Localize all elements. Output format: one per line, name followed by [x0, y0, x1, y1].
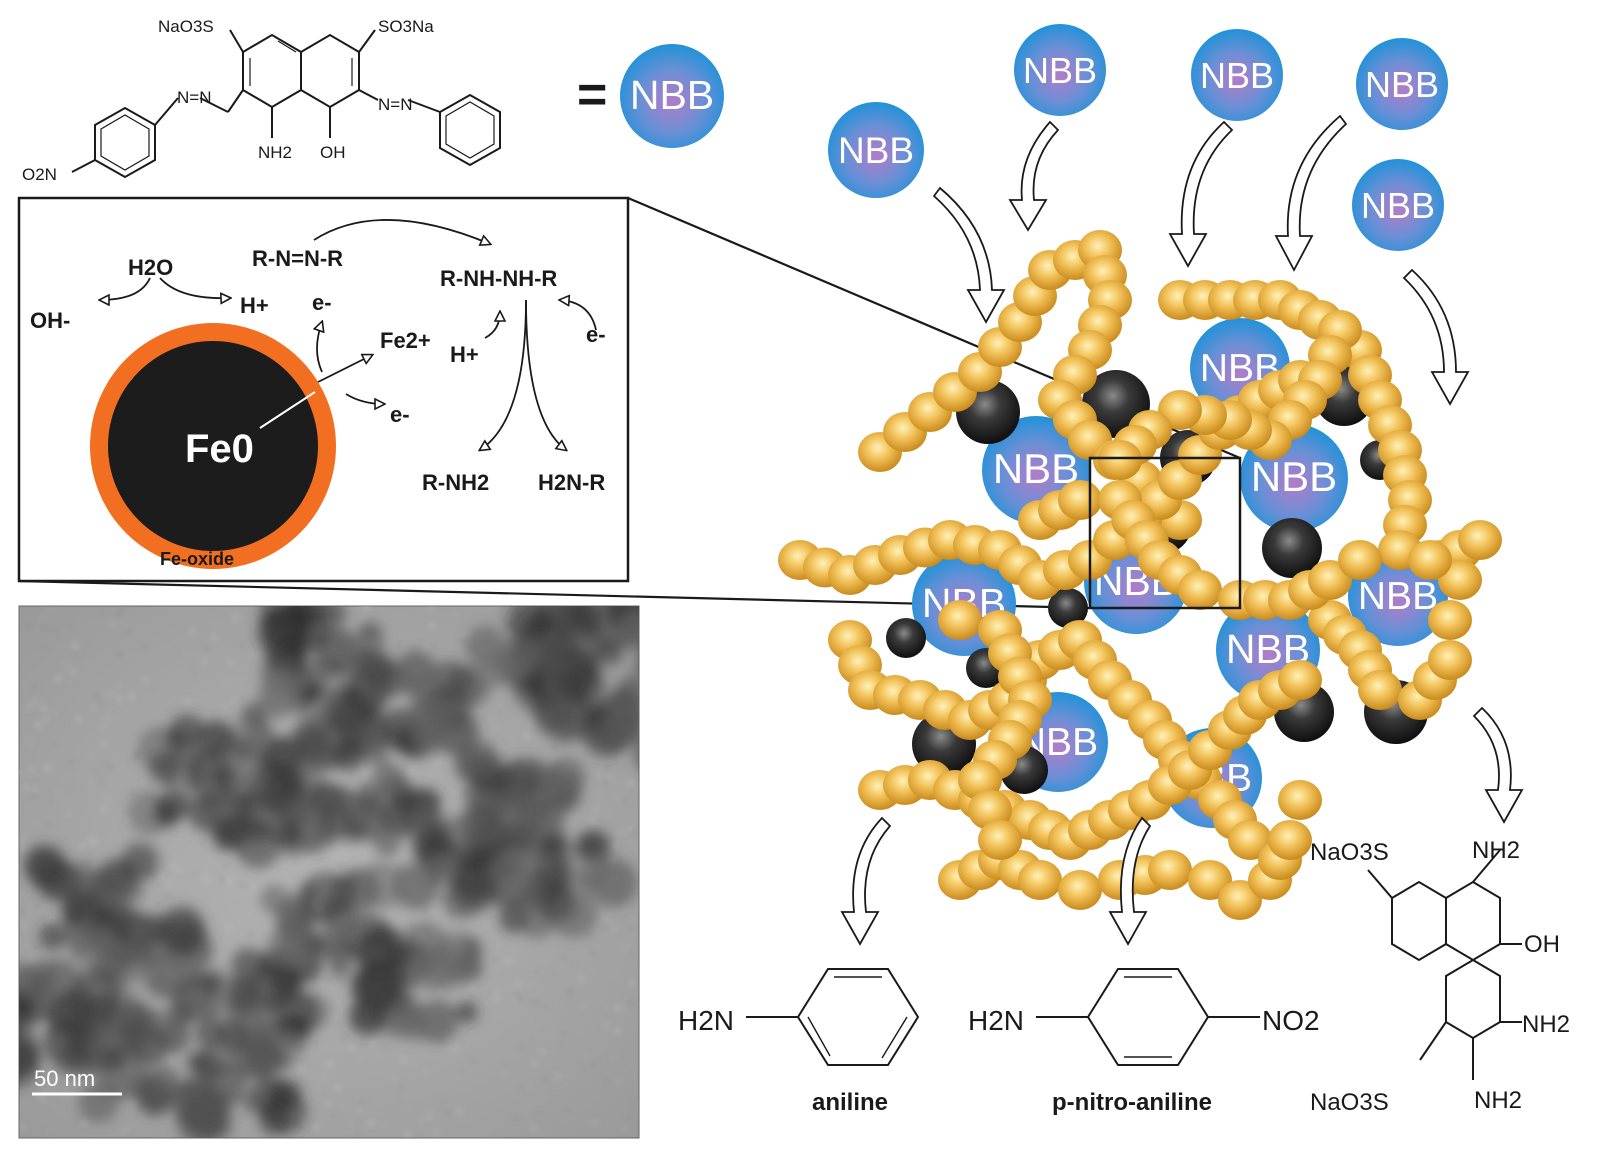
nbb-molecule: NBB	[1356, 38, 1448, 130]
arrow-out-naph	[1472, 706, 1524, 824]
nbb-molecule: NBB	[1191, 29, 1283, 121]
tem-micrograph: 50 nm	[18, 605, 640, 1139]
pna-nitro: NO2	[1262, 1005, 1320, 1036]
scale-bar-label: 50 nm	[34, 1066, 95, 1091]
naph-oh: OH	[1524, 931, 1560, 958]
naph-so3na-bottom: NaO3S	[1310, 1089, 1389, 1116]
arrow-out-pna	[1108, 816, 1152, 946]
electron-label-1: e-	[312, 290, 332, 315]
inset-labels: H2O OH- H+ e- Fe2+ e- R-N=N-R R-NH-NH-R …	[30, 246, 606, 495]
oxide-label: Fe-oxide	[160, 549, 234, 569]
polymer-beads-layer	[778, 230, 1502, 920]
electron-label-2: e-	[390, 402, 410, 427]
nbb-label: NBB	[1358, 575, 1438, 618]
zoom-line-bottom	[18, 579, 1091, 610]
polymer-bead	[1098, 440, 1142, 480]
dye-labels: NaO3S SO3Na O2N N=N N=N NH2 OH	[22, 17, 434, 184]
iron-nanoparticle	[1262, 518, 1322, 578]
dye-azo-right: N=N	[378, 95, 412, 114]
naph-nh2-bottom: NH2	[1474, 1087, 1522, 1114]
aniline-structure	[746, 968, 920, 1066]
nbb-molecule: NBB	[828, 102, 924, 198]
polymer-bead	[1178, 570, 1222, 610]
iron-core-label: Fe0	[185, 427, 254, 471]
pna-structure	[1036, 968, 1260, 1066]
polymer-bead	[968, 790, 1012, 830]
arrow-in-4	[1274, 114, 1348, 272]
arrow-in-2	[1008, 120, 1060, 232]
proton-label-1: H+	[240, 293, 269, 318]
pna-amine: H2N	[968, 1005, 1024, 1036]
azo-label: R-N=N-R	[252, 246, 343, 271]
nbb-label: NBB	[1023, 50, 1097, 91]
polymer-bead	[1458, 520, 1502, 560]
naph-so3na-top: NaO3S	[1310, 839, 1389, 866]
nbb-label: NBB	[1365, 64, 1439, 105]
arrow-out-aniline	[840, 816, 892, 946]
nbb-label: NBB	[838, 130, 914, 171]
aniline-amine: H2N	[678, 1005, 734, 1036]
iron-core	[108, 341, 318, 551]
amine-left-label: R-NH2	[422, 470, 489, 495]
polymer-bead	[958, 760, 1002, 800]
aniline-label: aniline	[812, 1089, 888, 1116]
arrow-in-5	[1402, 268, 1470, 406]
zoom-region-box	[1088, 456, 1242, 610]
polymer-bead	[1268, 820, 1312, 860]
polymer-bead	[1058, 480, 1102, 520]
nbb-label: NBB	[993, 445, 1079, 492]
dye-structure	[71, 29, 501, 179]
iron-nanoparticle	[1048, 588, 1088, 628]
nbb-label: NBB	[1200, 55, 1274, 96]
nbb-molecule: NBB	[620, 44, 724, 148]
polymer-bead	[1428, 640, 1472, 680]
amine-right-label: H2N-R	[538, 470, 605, 495]
hydroxide-label: OH-	[30, 308, 70, 333]
arrow-in-1	[932, 186, 1006, 324]
polymer-bead	[1018, 860, 1062, 900]
electron-label-3: e-	[586, 322, 606, 347]
pna-label: p-nitro-aniline	[1052, 1089, 1212, 1116]
equals-sign: =	[577, 66, 607, 124]
nbb-label: NBB	[1361, 185, 1435, 226]
polymer-bead	[1358, 670, 1402, 710]
polymer-bead	[1148, 850, 1192, 890]
proton-label-2: H+	[450, 342, 479, 367]
dye-so3na-right: SO3Na	[378, 17, 434, 36]
polymer-bead	[938, 600, 982, 640]
hydrazo-label: R-NH-NH-R	[440, 266, 557, 291]
tem-particle-clusters	[19, 606, 639, 1138]
nbb-molecule: NBB	[1014, 24, 1106, 116]
polymer-bead	[1338, 540, 1382, 580]
mechanism-inset: Fe0 Fe-oxide H2O OH- H+ e- Fe2+ e- R-N=N…	[17, 196, 1241, 610]
dye-nitro: O2N	[22, 165, 57, 184]
ferrous-label: Fe2+	[380, 328, 431, 353]
nbb-label: NBB	[630, 72, 714, 118]
polymer-bead	[1058, 870, 1102, 910]
naphthalene-product-structure	[1367, 849, 1522, 1080]
polymer-bead	[1278, 780, 1322, 820]
dye-hydroxyl: OH	[320, 143, 346, 162]
naph-nh2-mid: NH2	[1522, 1011, 1570, 1038]
flow-arrows	[840, 114, 1524, 946]
water-label: H2O	[128, 255, 173, 280]
polymer-bead	[1278, 660, 1322, 700]
dye-azo-left: N=N	[177, 88, 211, 107]
nbb-molecule: NBB	[1352, 159, 1444, 251]
polymer-bead	[1428, 600, 1472, 640]
polymer-bead	[1408, 540, 1452, 580]
dye-amine: NH2	[258, 143, 292, 162]
dye-so3na-left: NaO3S	[158, 17, 214, 36]
nbb-label: NBB	[1251, 453, 1337, 500]
naphthalene-product-labels: NaO3S NH2 OH NH2 NaO3S NH2	[1310, 837, 1570, 1116]
inset-arrows	[100, 219, 597, 450]
polymer-bead	[978, 820, 1022, 860]
arrow-in-3	[1168, 120, 1234, 268]
naph-nh2-top: NH2	[1472, 837, 1520, 864]
iron-nanoparticle	[886, 618, 926, 658]
